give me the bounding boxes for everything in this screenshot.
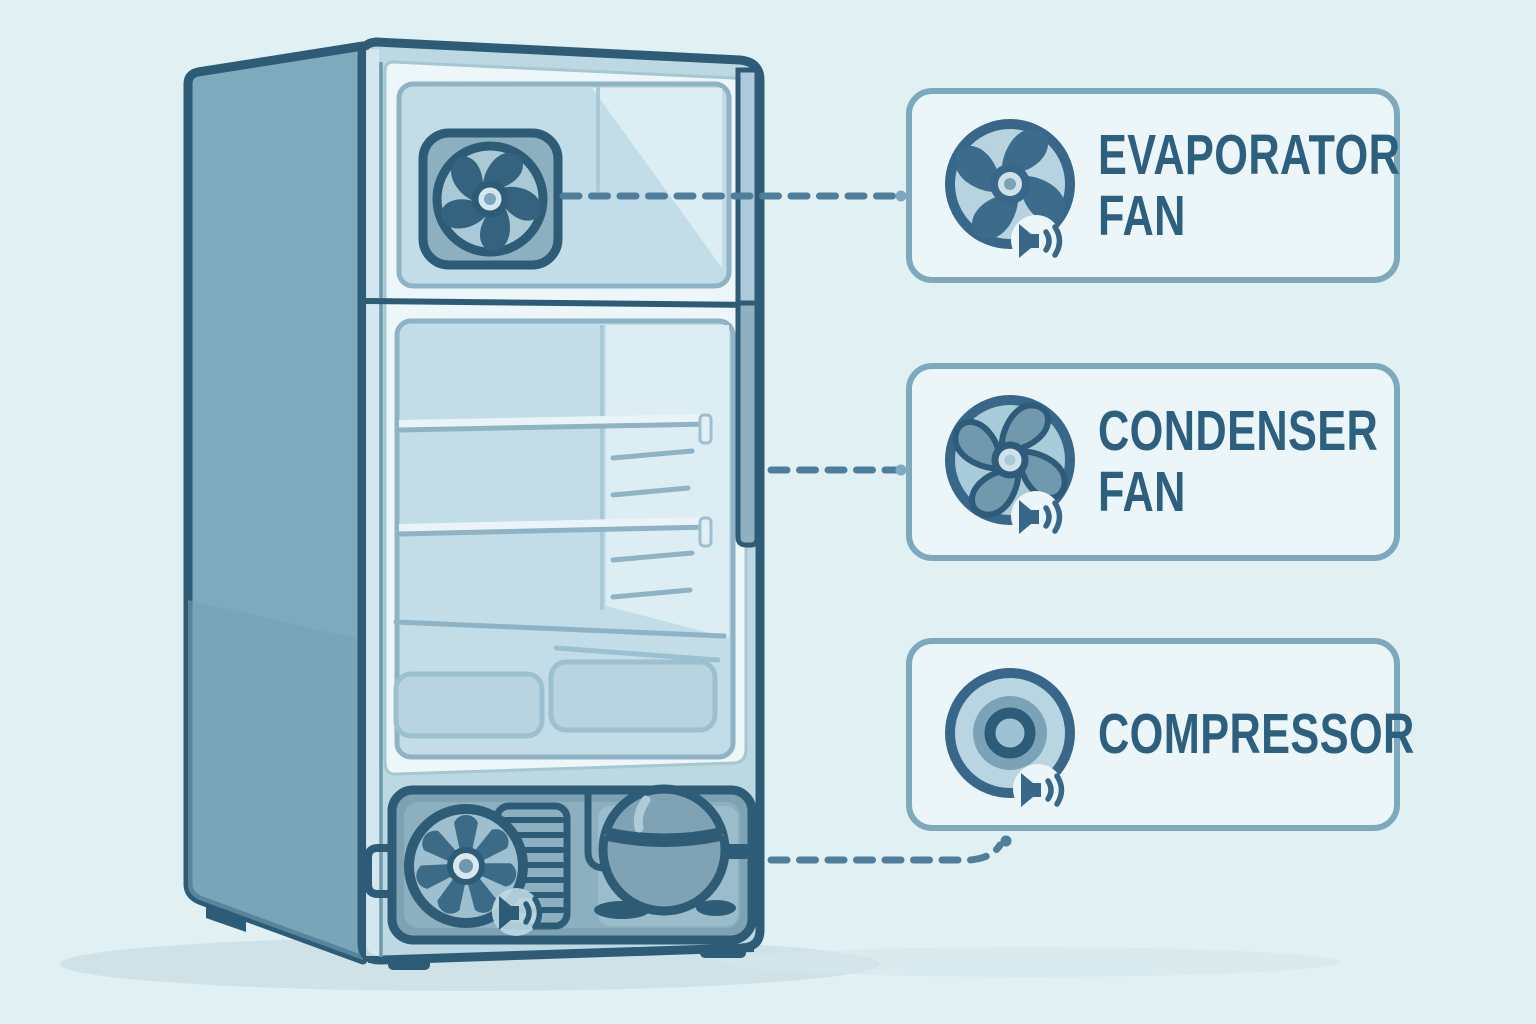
shelves <box>396 413 713 548</box>
machine-compartment <box>364 784 757 945</box>
compressor-sound-icon <box>945 667 1075 814</box>
noise-icon <box>492 888 543 936</box>
callout-compressor: COMPRESSOR <box>906 638 1414 831</box>
callout-condenser-fan: CONDENSER FAN <box>906 363 1400 561</box>
label-line-2: FAN <box>1098 460 1186 524</box>
latch <box>364 844 396 898</box>
label-line-1: CONDENSER <box>1098 399 1379 463</box>
connector-compressor <box>767 841 1004 864</box>
condenser-fan <box>404 804 528 928</box>
connector-dots <box>895 190 1012 847</box>
callout-evaporator-fan: EVAPORATOR FAN <box>906 88 1400 283</box>
label-line-2: FAN <box>1098 183 1186 248</box>
fan-sound-icon <box>945 395 1075 541</box>
label-line-1: COMPRESSOR <box>1098 702 1415 766</box>
callout-label: COMPRESSOR <box>1098 704 1415 765</box>
fan-sound-icon <box>945 118 1075 265</box>
door-racks <box>610 448 695 600</box>
fridge-compartment <box>393 318 736 760</box>
connector-lines <box>559 192 1004 864</box>
callout-label: CONDENSER FAN <box>1098 401 1378 523</box>
evaporator-fan <box>418 128 563 270</box>
callout-label: EVAPORATOR FAN <box>1098 122 1401 248</box>
label-line-1: EVAPORATOR <box>1098 122 1401 187</box>
fridge-side-panel <box>183 41 368 965</box>
door-handle <box>735 67 760 548</box>
crisper-drawers <box>393 619 727 739</box>
door-divider <box>363 298 759 308</box>
compressor <box>594 784 752 919</box>
